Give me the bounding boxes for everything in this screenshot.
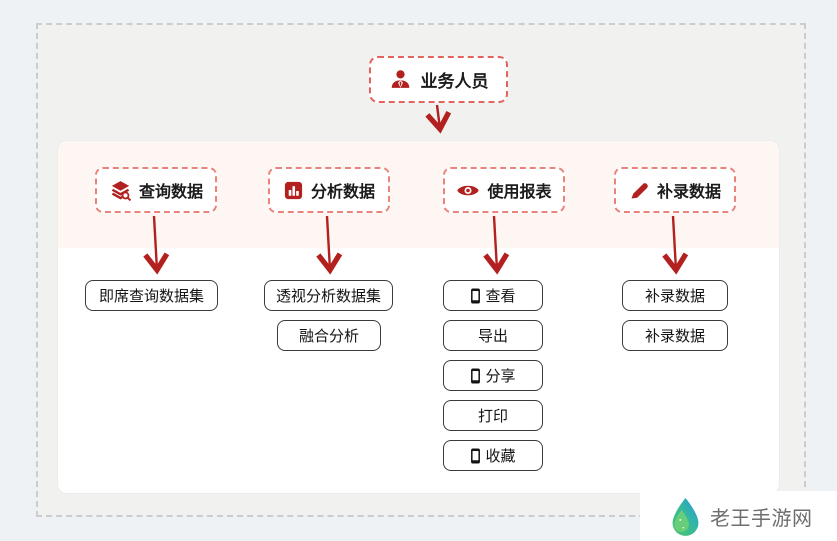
item-adhoc-query-dataset: 即席查询数据集 (85, 280, 218, 311)
item-supplement-data-2: 补录数据 (622, 320, 728, 351)
pen-icon (631, 182, 648, 199)
category-label: 分析数据 (310, 182, 375, 201)
item-label: 融合分析 (298, 327, 359, 345)
item-fusion-analysis: 融合分析 (277, 320, 381, 351)
phone-icon (471, 287, 481, 304)
item-label: 查看 (485, 287, 516, 305)
item-favorite: 收藏 (443, 440, 543, 471)
water-drop-logo (672, 497, 699, 536)
node-business-user-label: 业务人员 (420, 72, 489, 92)
category-query-data: 查询数据 (95, 167, 217, 213)
item-label: 补录数据 (644, 327, 705, 345)
item-pivot-analysis-dataset: 透视分析数据集 (264, 280, 393, 311)
category-label: 补录数据 (656, 182, 721, 201)
category-label: 使用报表 (487, 182, 552, 201)
item-label: 分享 (485, 367, 516, 385)
category-label: 查询数据 (138, 182, 203, 201)
item-label: 即席查询数据集 (98, 287, 204, 305)
watermark-text: 老王手游网 (710, 505, 813, 530)
bar-chart-icon (284, 181, 303, 199)
item-export: 导出 (443, 320, 543, 351)
person-icon (391, 70, 409, 88)
phone-icon (471, 447, 481, 464)
item-supplement-data-1: 补录数据 (622, 280, 728, 311)
category-analyze-data: 分析数据 (268, 167, 390, 213)
phone-icon (471, 367, 481, 384)
category-supplement-data: 补录数据 (614, 167, 736, 213)
item-label: 补录数据 (644, 287, 705, 305)
node-business-user: 业务人员 (369, 56, 508, 103)
item-label: 收藏 (485, 447, 516, 465)
item-view: 查看 (443, 280, 543, 311)
item-share: 分享 (443, 360, 543, 391)
watermark: 老王手游网 (640, 491, 837, 541)
item-print: 打印 (443, 400, 543, 431)
eye-icon (457, 185, 480, 195)
item-label: 打印 (477, 407, 508, 425)
category-use-report: 使用报表 (443, 167, 565, 213)
item-label: 导出 (477, 327, 508, 345)
layers-search-icon (111, 180, 132, 201)
item-label: 透视分析数据集 (275, 287, 381, 305)
